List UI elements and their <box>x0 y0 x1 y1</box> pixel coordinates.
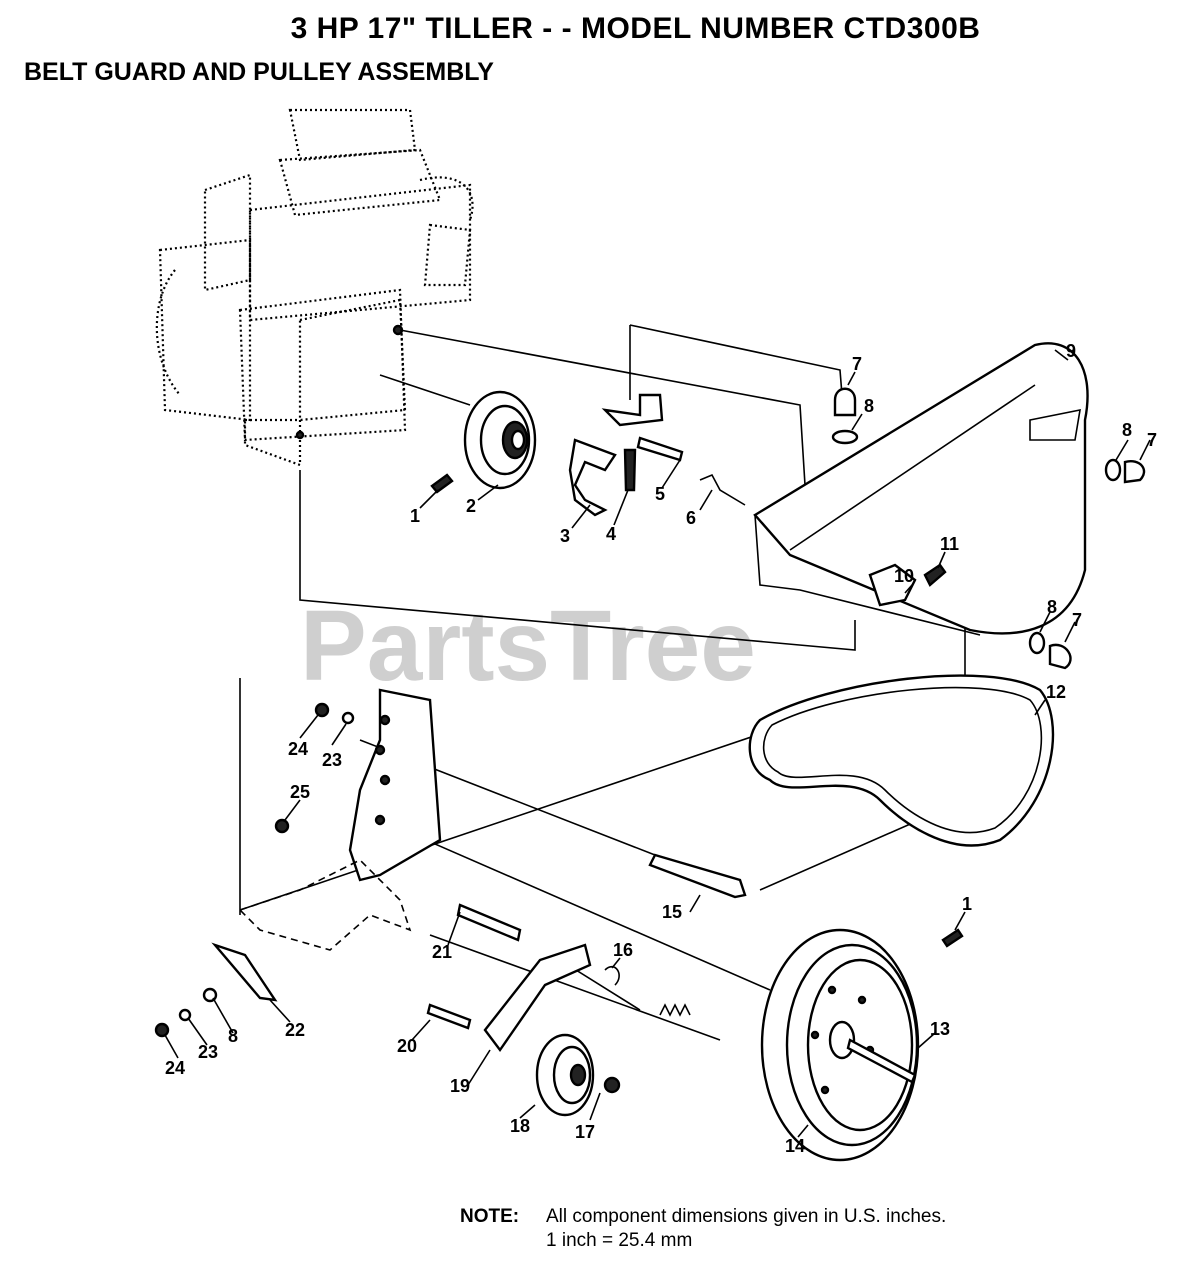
callout-3: 3 <box>560 526 570 546</box>
shaft-part-21 <box>456 903 522 942</box>
callout-10: 10 <box>894 566 914 586</box>
callout-24-top: 24 <box>288 739 308 759</box>
callout-24-left: 24 <box>165 1058 185 1078</box>
set-screw-part <box>430 473 454 494</box>
hook-pin-part <box>699 473 746 506</box>
engine-pulley-part <box>463 390 537 490</box>
callout-17: 17 <box>575 1122 595 1142</box>
callout-2: 2 <box>466 496 476 516</box>
callout-1-right: 1 <box>962 894 972 914</box>
callout-16: 16 <box>613 940 633 960</box>
idler-arm-part <box>483 943 592 1053</box>
callout-23-top: 23 <box>322 750 342 770</box>
rod-part-15 <box>648 853 747 899</box>
page-title: 3 HP 17" TILLER - - MODEL NUMBER CTD300B <box>290 12 981 45</box>
bolt-part-20 <box>426 1003 472 1030</box>
bolt-part-4 <box>623 448 637 492</box>
bracket-upper <box>601 393 664 427</box>
callout-21: 21 <box>432 942 452 962</box>
callout-25: 25 <box>290 782 310 802</box>
callout-19: 19 <box>450 1076 470 1096</box>
hardware-guard <box>831 387 1146 670</box>
callout-18: 18 <box>510 1116 530 1136</box>
spring-clip-part <box>604 965 620 986</box>
callout-23-left: 23 <box>198 1042 218 1062</box>
callout-8-right: 8 <box>1122 420 1132 440</box>
callout-12: 12 <box>1046 682 1066 702</box>
note-line-2: 1 inch = 25.4 mm <box>546 1230 693 1251</box>
callout-13: 13 <box>930 1019 950 1039</box>
bolt-part-13 <box>846 1038 917 1084</box>
callout-7-lower: 7 <box>1072 610 1082 630</box>
callout-1: 1 <box>410 506 420 526</box>
belt-guard-part <box>753 342 1089 636</box>
bolt-part-5 <box>636 436 684 462</box>
bracket-part <box>568 438 617 517</box>
footnote: NOTE: All component dimensions given in U… <box>460 1205 946 1253</box>
callout-5: 5 <box>655 484 665 504</box>
callout-8-left: 8 <box>228 1026 238 1046</box>
callout-15: 15 <box>662 902 682 922</box>
note-body: All component dimensions given in U.S. i… <box>546 1205 946 1253</box>
leader-lines <box>164 349 1151 1138</box>
callout-4: 4 <box>606 524 616 544</box>
callout-labels: 1 2 3 4 5 6 7 8 9 8 7 10 11 8 7 12 1 13 … <box>165 341 1157 1156</box>
watermark-text: PartsTree <box>300 590 756 702</box>
callout-9: 9 <box>1066 341 1076 361</box>
engine-outline <box>155 108 474 467</box>
small-hardware <box>154 702 355 1038</box>
support-plate-part <box>238 688 442 951</box>
drive-belt-part <box>748 674 1055 847</box>
callout-20: 20 <box>397 1036 417 1056</box>
callout-8-top: 8 <box>864 396 874 416</box>
nut-part-17 <box>603 1076 621 1094</box>
idler-pulley-part <box>535 1033 595 1117</box>
callout-14: 14 <box>785 1136 805 1156</box>
callout-11: 11 <box>940 534 959 554</box>
large-pulley-part <box>760 928 920 1162</box>
set-screw-part-right <box>941 928 964 948</box>
callout-7-top: 7 <box>852 354 862 374</box>
spring-part <box>659 1003 691 1017</box>
callout-7-right: 7 <box>1147 430 1157 450</box>
callout-6: 6 <box>686 508 696 528</box>
note-line-1: All component dimensions given in U.S. i… <box>546 1206 947 1227</box>
callout-22: 22 <box>285 1020 305 1040</box>
callout-8-lower: 8 <box>1047 597 1057 617</box>
section-subtitle: BELT GUARD AND PULLEY ASSEMBLY <box>24 58 494 86</box>
note-label: NOTE: <box>460 1206 520 1227</box>
plate-part-22 <box>211 942 278 1002</box>
